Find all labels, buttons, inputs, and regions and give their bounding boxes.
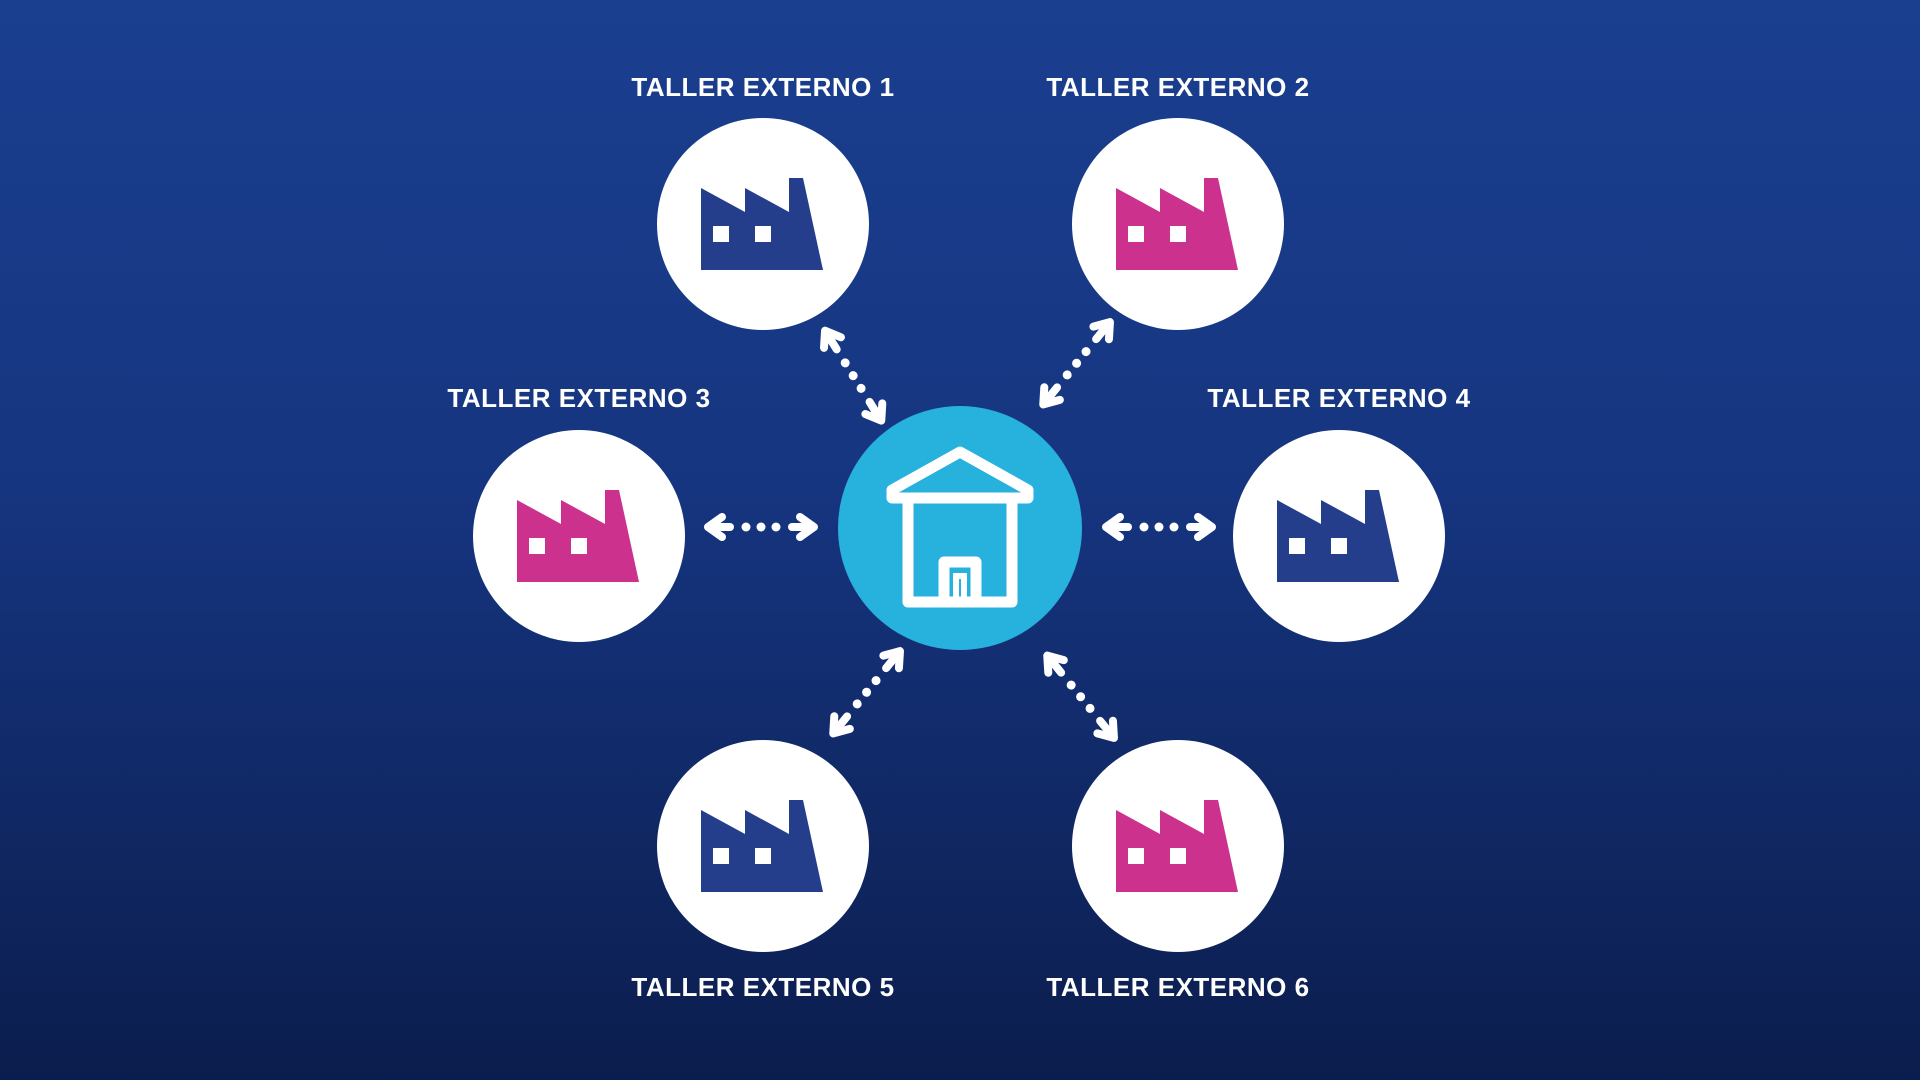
connector-top-left	[817, 325, 890, 425]
central-warehouse-node	[838, 406, 1082, 650]
connector-bottom-right	[1039, 649, 1121, 744]
connector-top-right	[1035, 316, 1117, 411]
workshop-node-3	[473, 430, 685, 642]
workshop-node-5	[657, 740, 869, 952]
connector-left	[708, 517, 814, 537]
workshop-node-2	[1072, 118, 1284, 330]
workshop-node-4	[1233, 430, 1445, 642]
workshop-label-5: TALLER EXTERNO 5	[631, 972, 895, 1002]
workshop-label-3: TALLER EXTERNO 3	[447, 383, 711, 413]
warehouse-icon	[880, 438, 1040, 619]
factory-icon	[1116, 178, 1240, 270]
factory-icon	[1277, 490, 1401, 582]
workshop-label-6: TALLER EXTERNO 6	[1046, 972, 1310, 1002]
workshop-label-1: TALLER EXTERNO 1	[631, 72, 895, 102]
connector-right	[1106, 517, 1212, 537]
factory-icon	[1116, 800, 1240, 892]
workshop-label-2: TALLER EXTERNO 2	[1046, 72, 1310, 102]
connector-bottom-left	[825, 645, 907, 740]
workshop-node-6	[1072, 740, 1284, 952]
workshop-label-4: TALLER EXTERNO 4	[1207, 383, 1471, 413]
factory-icon	[701, 178, 825, 270]
factory-icon	[517, 490, 641, 582]
workshop-node-1	[657, 118, 869, 330]
factory-icon	[701, 800, 825, 892]
